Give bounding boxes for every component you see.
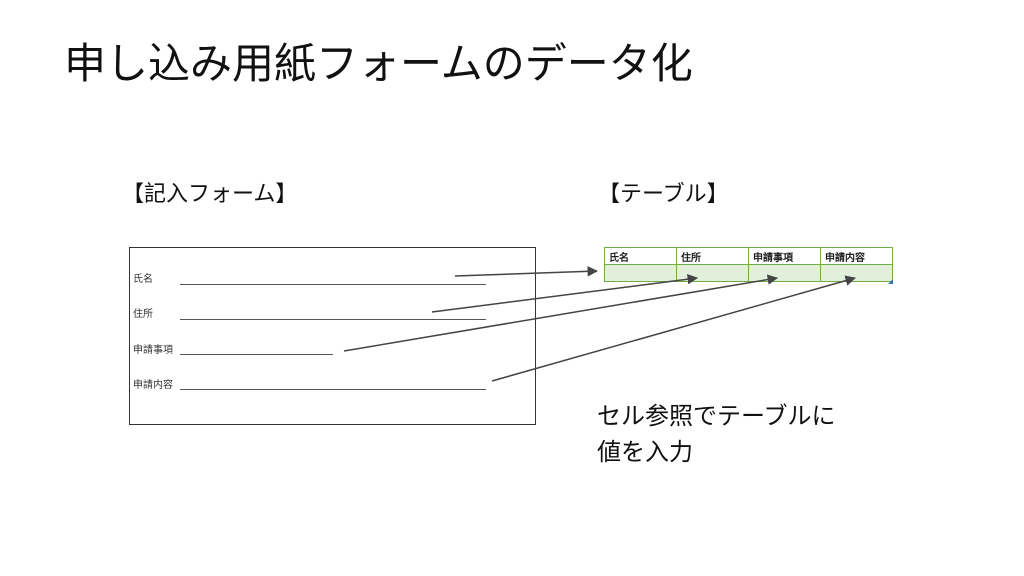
table-header-row: 氏名 住所 申請事項 申請内容 [604, 247, 893, 265]
table-header-address[interactable]: 住所 [676, 247, 749, 265]
form-field-line-request-content [180, 389, 486, 390]
table-header-request-content[interactable]: 申請内容 [820, 247, 893, 265]
arrow-request-content-to-cell [491, 275, 857, 382]
slide-title: 申し込み用紙フォームのデータ化 [64, 39, 693, 88]
table-cell-name[interactable] [604, 264, 677, 282]
table-cell-request-item[interactable] [748, 264, 821, 282]
form-field-label-request-content: 申請内容 [133, 380, 173, 391]
table-row [604, 264, 893, 282]
entry-form: 氏名 住所 申請事項 申請内容 [129, 247, 536, 425]
form-field-label-address: 住所 [133, 309, 153, 320]
table-section-label: 【テーブル】 [598, 182, 729, 207]
form-field-line-request-item [180, 354, 333, 355]
caption-line-1: セル参照でテーブルに [597, 402, 836, 430]
form-field-label-request-item: 申請事項 [133, 345, 173, 356]
caption-line-2: 値を入力 [597, 438, 693, 466]
table-header-name[interactable]: 氏名 [604, 247, 677, 265]
table-cell-address[interactable] [676, 264, 749, 282]
form-field-line-address [180, 319, 486, 320]
data-table: 氏名 住所 申請事項 申請内容 [604, 247, 893, 282]
form-field-line-name [180, 284, 486, 285]
table-header-request-item[interactable]: 申請事項 [748, 247, 821, 265]
table-cell-request-content[interactable] [820, 264, 893, 282]
form-section-label: 【記入フォーム】 [122, 182, 298, 207]
caption: セル参照でテーブルに 値を入力 [597, 398, 836, 470]
form-field-label-name: 氏名 [133, 274, 153, 285]
table-resize-handle[interactable] [888, 279, 893, 284]
